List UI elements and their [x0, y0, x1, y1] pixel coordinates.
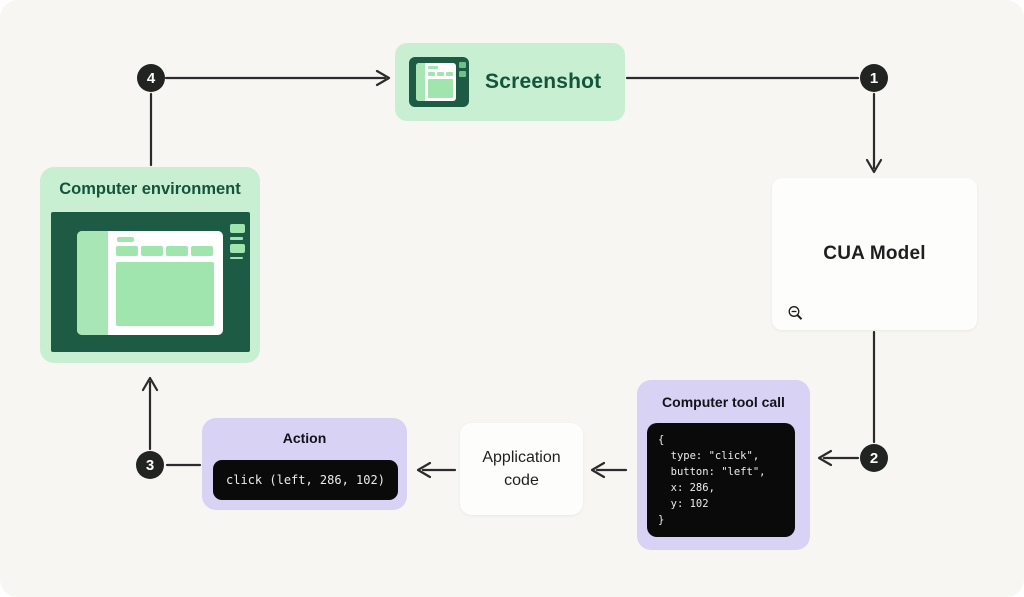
side-chip-line	[230, 237, 243, 240]
app-window-graphic	[77, 231, 223, 335]
computer-environment-title: Computer environment	[59, 180, 241, 198]
mini-chip	[459, 62, 466, 68]
arrowhead-down	[865, 158, 883, 174]
arrowhead-left	[817, 449, 833, 467]
step-badge-3: 3	[136, 451, 164, 479]
mini-content-area	[428, 79, 453, 98]
window-tab	[166, 246, 188, 256]
window-sidebar	[77, 231, 108, 335]
side-chip-line	[230, 256, 243, 259]
window-tab	[141, 246, 163, 256]
action-title: Action	[282, 430, 327, 446]
arrowhead-left	[416, 461, 432, 479]
arrowhead-right	[375, 69, 391, 87]
tool-call-code-block: { type: "click", button: "left", x: 286,…	[647, 423, 795, 537]
browser-window-icon	[409, 57, 469, 107]
step-badge-4: 4	[137, 64, 165, 92]
window-tab	[191, 246, 213, 256]
mini-chip	[459, 71, 466, 77]
mini-side-controls	[459, 62, 466, 77]
action-code-block: click (left, 286, 102)	[213, 460, 398, 500]
computer-screen-graphic	[51, 212, 250, 352]
cua-model-node: CUA Model	[772, 178, 977, 330]
application-code-label: Application code	[482, 448, 561, 489]
application-code-node: Application code	[460, 423, 583, 515]
action-node: Action click (left, 286, 102)	[202, 418, 407, 510]
mini-tab	[437, 72, 444, 76]
step-badge-2: 2	[860, 444, 888, 472]
mini-tab	[446, 72, 453, 76]
mini-window-graphic	[416, 63, 456, 101]
arrowhead-up	[141, 376, 159, 392]
screen-side-controls	[230, 224, 245, 259]
zoom-out-cursor-icon	[788, 306, 803, 320]
screenshot-node: Screenshot	[395, 43, 625, 121]
side-chip	[230, 243, 245, 253]
window-titlebar-line	[117, 237, 134, 242]
side-chip	[230, 224, 245, 233]
window-tab	[116, 246, 138, 256]
arrowhead-left	[590, 461, 606, 479]
mini-sidebar	[416, 63, 425, 101]
window-tabs	[116, 246, 213, 256]
step-badge-1: 1	[860, 64, 888, 92]
mini-tab	[428, 72, 435, 76]
window-content-area	[116, 262, 214, 326]
computer-tool-call-title: Computer tool call	[662, 394, 785, 410]
computer-tool-call-node: Computer tool call { type: "click", butt…	[637, 380, 810, 550]
cua-model-title: CUA Model	[823, 243, 926, 264]
screenshot-label: Screenshot	[485, 70, 602, 93]
mini-titlebar-line	[428, 66, 438, 69]
computer-environment-node: Computer environment	[40, 167, 260, 363]
mini-tabs	[428, 72, 453, 76]
